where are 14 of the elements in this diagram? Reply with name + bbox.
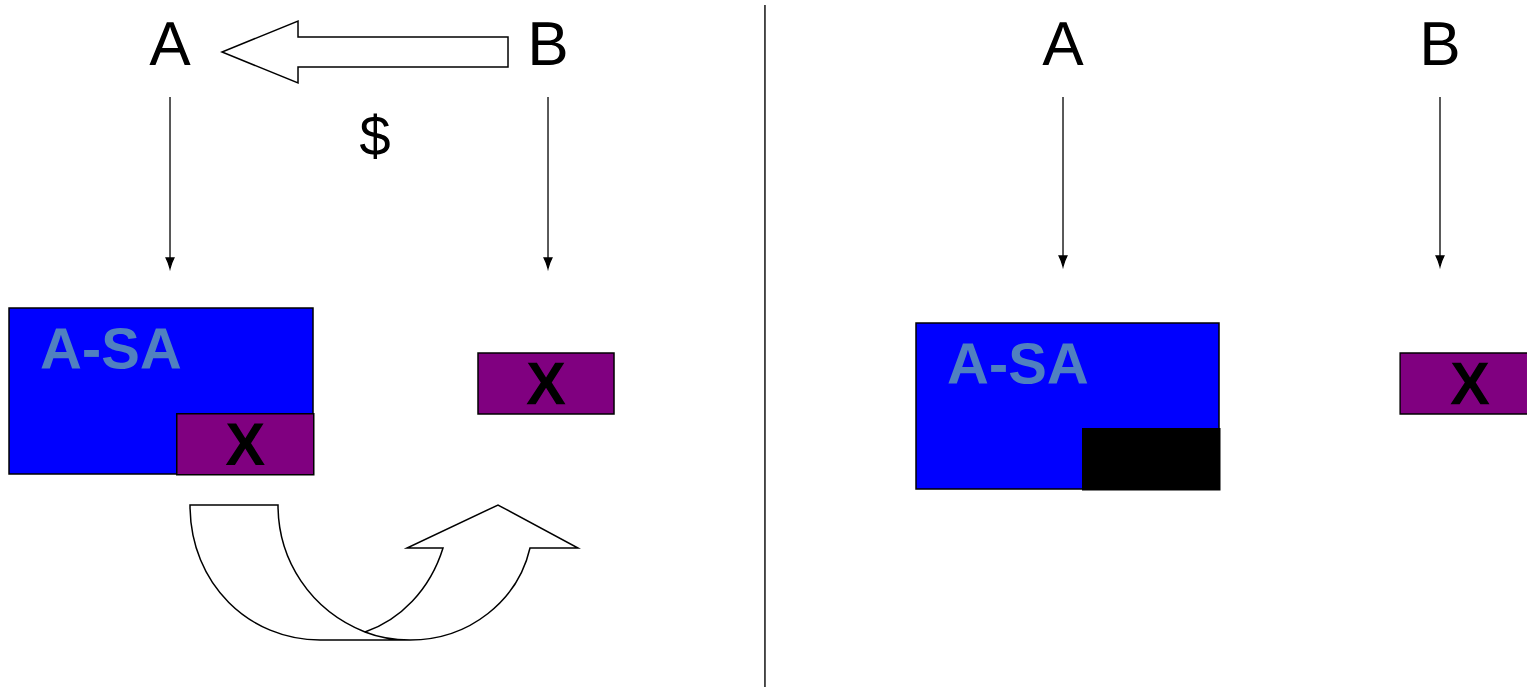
text-box: X (477, 352, 615, 415)
text-box: X (176, 413, 315, 476)
edge-label: $ (358, 112, 392, 160)
letter-label: A (149, 22, 191, 65)
filled-box (1082, 428, 1221, 491)
letter-label: B (1424, 22, 1458, 65)
arrow (543, 96, 553, 270)
letter-label: A (1042, 22, 1084, 65)
block-arrow (220, 19, 509, 85)
arrow (1435, 96, 1445, 268)
letter-label: B (532, 22, 566, 65)
arrow (1058, 96, 1068, 268)
text-box: X (1399, 352, 1527, 415)
arrow (165, 96, 175, 270)
